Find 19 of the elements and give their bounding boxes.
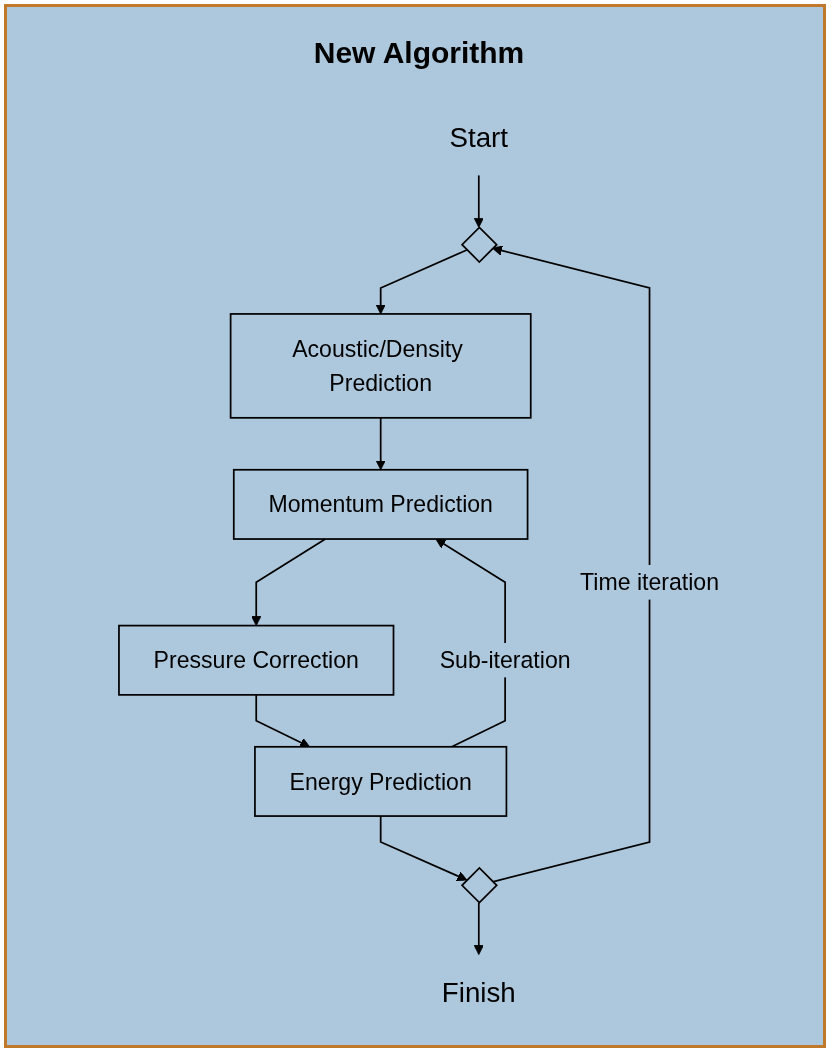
arrow <box>255 694 311 748</box>
node-diamond <box>460 866 498 904</box>
arrow <box>375 249 468 315</box>
node-box: Pressure Correction <box>118 624 395 696</box>
edge-label: Sub-iteration <box>439 647 571 673</box>
node-box: Momentum Prediction <box>232 468 529 540</box>
arrow <box>491 245 651 883</box>
arrow <box>379 815 468 881</box>
node-box: Energy Prediction <box>254 745 508 817</box>
arrow <box>473 174 484 228</box>
node-text: Start <box>449 121 509 153</box>
arrow <box>251 538 327 627</box>
diagram-title: New Algorithm <box>312 36 526 70</box>
node-box: Acoustic/Density Prediction <box>229 313 532 419</box>
arrow <box>375 416 386 471</box>
node-text: Finish <box>441 976 516 1008</box>
edge-label: Time iteration <box>580 569 720 596</box>
arrow <box>473 901 484 956</box>
node-diamond <box>460 226 498 264</box>
